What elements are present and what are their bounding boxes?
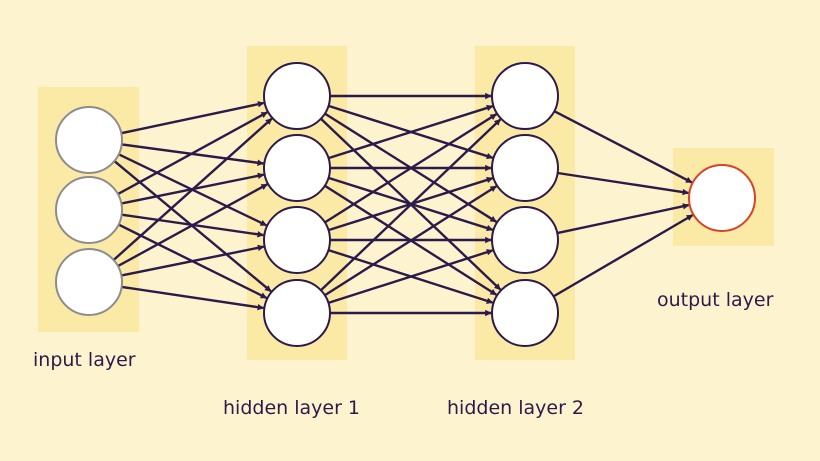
hidden2-neuron-2	[491, 134, 559, 202]
hidden2-neuron-1	[491, 62, 559, 130]
connection-hidden2-2-to-output-1	[557, 171, 690, 196]
connection-hidden1-2-to-hidden2-1	[328, 104, 494, 160]
connection-input-1-to-hidden1-1	[121, 101, 265, 135]
connection-input-3-to-hidden1-3	[121, 244, 265, 277]
hidden1-neuron-1	[263, 62, 331, 130]
input-neuron-1	[55, 106, 123, 174]
hidden-layer-2-label: hidden layer 2	[447, 397, 584, 419]
hidden1-neuron-2	[263, 134, 331, 202]
output-layer-label: output layer	[657, 289, 774, 311]
connection-input-3-to-hidden1-4	[121, 285, 265, 311]
connection-hidden1-4-to-hidden2-3	[328, 249, 494, 305]
connection-hidden1-3-to-hidden2-1	[324, 113, 497, 224]
input-layer-label: input layer	[33, 349, 136, 371]
input-neuron-3	[55, 248, 123, 316]
connections-group	[112, 92, 694, 317]
output-neuron-1	[688, 164, 756, 232]
hidden1-neuron-3	[263, 206, 331, 274]
connection-hidden2-1-to-output-1	[553, 110, 693, 184]
connection-input-3-to-hidden1-1	[112, 117, 273, 261]
hidden2-neuron-4	[491, 279, 559, 347]
connection-hidden1-4-to-hidden2-1	[320, 118, 502, 292]
hidden-layer-1-label: hidden layer 1	[223, 397, 360, 419]
connection-hidden1-4-to-hidden2-2	[324, 185, 497, 297]
connection-input-2-to-hidden1-1	[117, 111, 268, 196]
connection-hidden2-4-to-output-1	[552, 214, 694, 298]
hidden1-neuron-4	[263, 279, 331, 347]
hidden2-neuron-3	[491, 206, 559, 274]
input-neuron-2	[55, 176, 123, 244]
connection-input-3-to-hidden1-2	[117, 183, 268, 268]
connection-hidden2-3-to-output-1	[557, 203, 690, 235]
